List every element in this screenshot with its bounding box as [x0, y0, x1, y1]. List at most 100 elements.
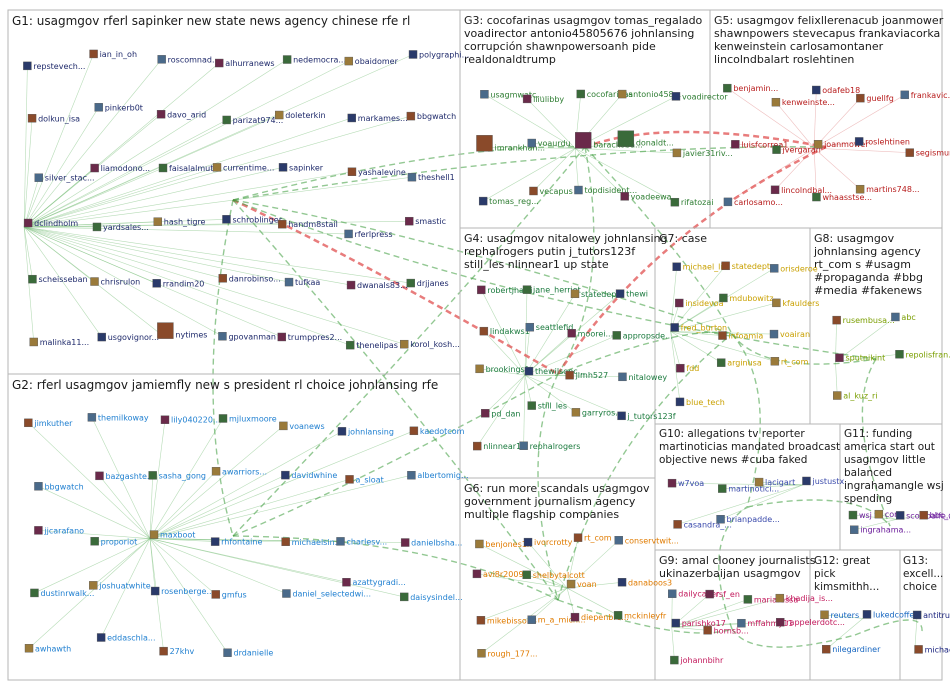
node[interactable]: jimkuther [24, 419, 73, 428]
node[interactable]: lindakws1 [480, 327, 530, 336]
node[interactable]: j_tutors123f [618, 412, 676, 421]
node[interactable]: trumppres2... [278, 333, 342, 342]
node[interactable]: drdanielle [224, 649, 274, 658]
node[interactable]: rsf_en [706, 590, 740, 599]
node[interactable]: repolisfran... [895, 350, 950, 359]
node[interactable]: theshell1 [408, 173, 455, 182]
node[interactable]: liamodono... [91, 164, 150, 173]
node[interactable]: pd_dan [481, 409, 520, 418]
node[interactable]: infoamia [718, 332, 763, 341]
node[interactable]: awarriors... [212, 467, 267, 476]
node[interactable]: michaelsin... [282, 538, 343, 547]
node[interactable]: markames... [348, 114, 408, 123]
node[interactable]: kaedotcom [410, 427, 465, 436]
node[interactable]: ivorcrotty [524, 538, 573, 547]
node[interactable]: wsj [849, 511, 872, 520]
node[interactable]: malinka11... [30, 338, 89, 347]
node[interactable]: 27khv [160, 647, 195, 656]
node[interactable]: avi8r2009 [473, 570, 524, 579]
node[interactable]: garryros... [572, 408, 623, 417]
node[interactable]: thewi [616, 290, 648, 299]
node[interactable]: schroblinger [222, 215, 282, 224]
node[interactable]: charlesv... [337, 537, 388, 546]
node[interactable]: danielbsha... [401, 539, 462, 548]
node[interactable]: scheisseban [28, 275, 87, 284]
node[interactable]: voanews [279, 422, 324, 431]
node[interactable]: davo_arid [157, 110, 206, 119]
node[interactable]: doleterkin [275, 111, 325, 120]
node[interactable]: rephalrogers [520, 442, 581, 451]
node[interactable]: drjjanes [407, 279, 449, 288]
node[interactable]: blue_tech [676, 398, 725, 407]
node[interactable]: obaidomer [345, 57, 399, 66]
node[interactable]: nedemocra... [283, 56, 346, 65]
node[interactable]: statedept [571, 290, 619, 299]
node[interactable]: roscomnad... [158, 55, 220, 64]
node[interactable]: joshuatwhite [89, 581, 150, 590]
node[interactable]: orisderoe [770, 264, 818, 273]
node[interactable]: smastic [405, 217, 446, 226]
node[interactable]: javier31riv... [673, 149, 733, 158]
node[interactable]: insidevoa [675, 299, 723, 308]
node[interactable]: martins748... [856, 185, 919, 194]
node[interactable]: lukedcoffey [863, 610, 919, 619]
node[interactable]: bazgashte... [95, 472, 154, 481]
node[interactable]: maxboot [150, 531, 195, 540]
node[interactable]: themilkoway [88, 413, 149, 422]
node[interactable]: azattygradi... [342, 578, 405, 587]
node[interactable]: handm8stail [278, 220, 338, 229]
node[interactable]: daisysindel... [400, 593, 462, 602]
node[interactable]: bbc_corresp... [920, 511, 950, 520]
node[interactable]: mdubowitz [719, 294, 773, 303]
node[interactable]: frankavic... [901, 91, 950, 100]
node[interactable]: awhawth [25, 644, 71, 653]
node[interactable]: dustinrwalk... [30, 589, 94, 598]
node[interactable]: fdd [676, 364, 699, 373]
node[interactable]: guellfg [856, 94, 893, 103]
node[interactable]: lacigart [755, 478, 795, 487]
node[interactable]: kenweinste... [772, 98, 835, 107]
node[interactable]: jvergaran [773, 146, 821, 155]
node[interactable]: sputnikint [835, 354, 885, 363]
node[interactable]: daniel_selectedwi... [282, 590, 371, 599]
node[interactable]: faisalalmut... [159, 164, 221, 173]
node[interactable]: antitrumpr... [913, 611, 950, 620]
node[interactable]: pinkerb0t [95, 103, 143, 112]
node[interactable]: still_les [528, 402, 567, 411]
node[interactable]: al_kuz_ri [833, 392, 877, 401]
node[interactable]: rrandim20 [153, 279, 205, 288]
node[interactable]: conservtwit... [615, 536, 679, 545]
node[interactable]: dolkun_isa [28, 114, 80, 123]
node[interactable]: vecapus [529, 187, 572, 196]
node[interactable]: danrobinso... [219, 274, 281, 283]
node[interactable]: w7voa [668, 479, 704, 488]
node[interactable]: polygraphi... [409, 50, 469, 59]
node[interactable]: yashalevine [348, 168, 406, 177]
node[interactable]: hornsb... [704, 626, 749, 635]
node[interactable]: bbgwatch [34, 482, 83, 491]
node[interactable]: rt_com [771, 357, 809, 366]
node[interactable]: rifatozai [671, 198, 714, 207]
node[interactable]: lily040220... [161, 416, 221, 425]
node[interactable]: mckinleyfr [614, 611, 667, 620]
node[interactable]: benjones1k [475, 540, 531, 549]
node[interactable]: johnlansing [338, 427, 394, 436]
node[interactable]: albertomig... [407, 471, 468, 480]
node[interactable]: hash_tigre [154, 218, 206, 227]
node[interactable]: currentime... [213, 163, 274, 172]
node[interactable]: voaurdu [528, 139, 571, 148]
node[interactable]: repstevech... [23, 62, 85, 71]
node[interactable]: justustx [802, 477, 844, 486]
node[interactable]: johannbihr [670, 656, 724, 665]
node[interactable]: segismund... [906, 149, 950, 158]
node[interactable]: rough_177... [477, 649, 537, 658]
node[interactable]: nitalowey [618, 373, 667, 382]
node[interactable]: arginusa [717, 359, 762, 368]
node[interactable]: seattlefid [526, 323, 574, 332]
node[interactable]: dclindholm [24, 219, 78, 228]
node[interactable]: sapinker [279, 163, 324, 172]
node[interactable]: brianpadde... [717, 515, 780, 524]
node[interactable]: chrisrulon [91, 278, 141, 287]
node[interactable]: usgovignor... [98, 333, 159, 342]
node[interactable]: lliulibby [523, 95, 564, 104]
